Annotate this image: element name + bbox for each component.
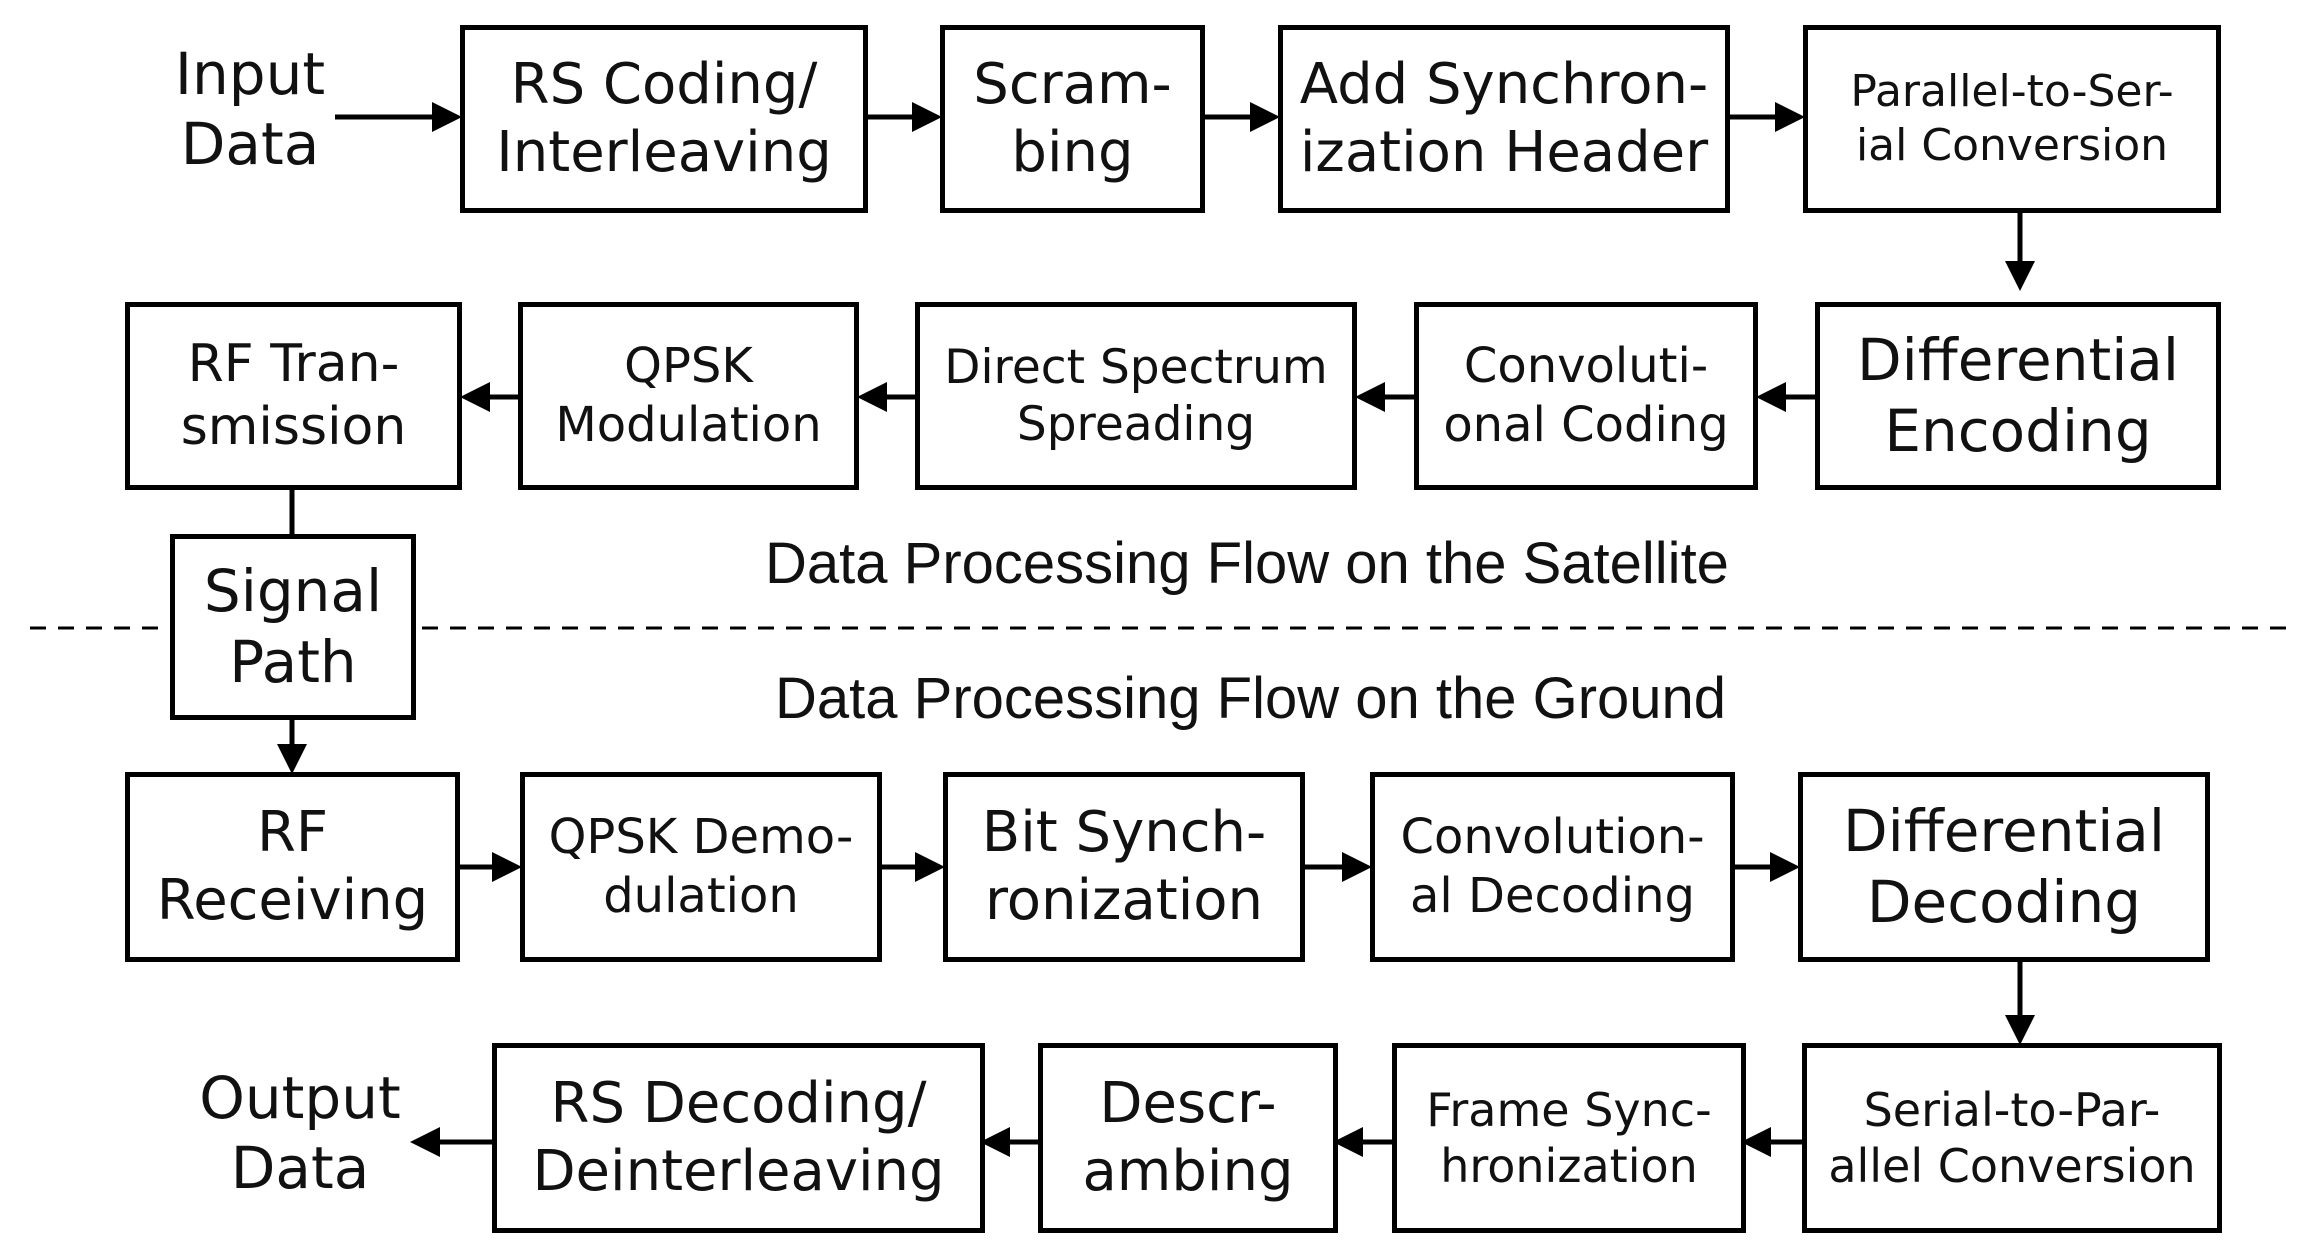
- differential-decoding-block: Differential Decoding: [1798, 772, 2210, 962]
- scrambling-block: Scram- bing: [940, 25, 1205, 213]
- rf-receiving-block: RF Receiving: [125, 772, 460, 962]
- qpsk-modulation-block: QPSK Modulation: [518, 302, 859, 490]
- rf-transmission-block: RF Tran- smission: [125, 302, 462, 490]
- differential-encoding-block: Differential Encoding: [1815, 302, 2221, 490]
- direct-spectrum-spreading-block: Direct Spectrum Spreading: [915, 302, 1357, 490]
- serial-to-parallel-block: Serial-to-Par- allel Conversion: [1802, 1043, 2222, 1233]
- convolutional-coding-block: Convoluti- onal Coding: [1414, 302, 1758, 490]
- ground-flow-title: Data Processing Flow on the Ground: [775, 666, 1727, 731]
- output-data-label: Output Data: [199, 1064, 401, 1202]
- sync-header-block: Add Synchron- ization Header: [1278, 25, 1730, 213]
- qpsk-demodulation-block: QPSK Demo- dulation: [520, 772, 882, 962]
- frame-synchronization-block: Frame Sync- hronization: [1392, 1043, 1746, 1233]
- rs-decoding-block: RS Decoding/ Deinterleaving: [492, 1043, 985, 1233]
- rs-coding-block: RS Coding/ Interleaving: [460, 25, 868, 213]
- convolutional-decoding-block: Convolution- al Decoding: [1370, 772, 1735, 962]
- signal-path-block: Signal Path: [170, 534, 416, 720]
- bit-synchronization-block: Bit Synch- ronization: [943, 772, 1305, 962]
- descrambling-block: Descr- ambing: [1038, 1043, 1338, 1233]
- satellite-flow-title: Data Processing Flow on the Satellite: [765, 531, 1729, 596]
- parallel-to-serial-block: Parallel-to-Ser- ial Conversion: [1803, 25, 2221, 213]
- input-data-label: Input Data: [174, 40, 326, 178]
